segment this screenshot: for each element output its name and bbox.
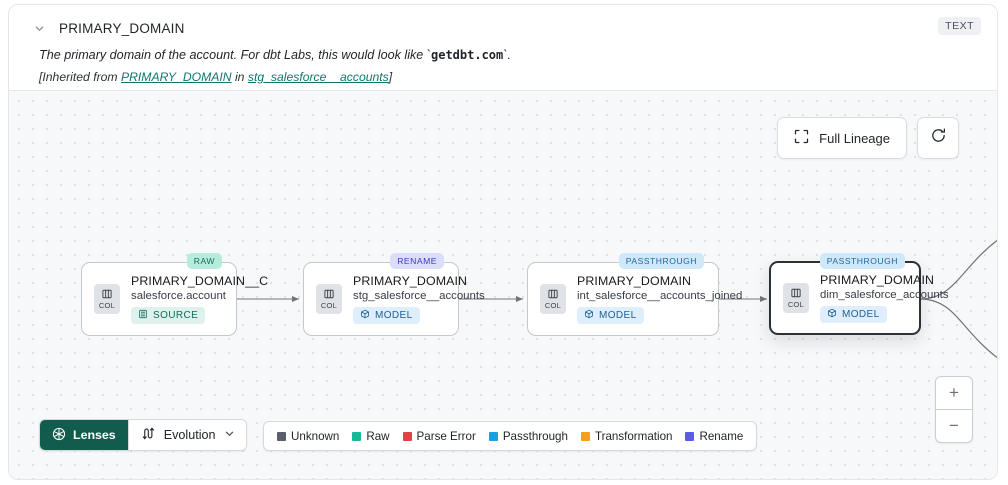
- lenses-label: Lenses: [73, 428, 116, 442]
- legend-swatch: [352, 431, 362, 441]
- node-subtitle: stg_salesforce__accounts: [353, 290, 485, 302]
- node-subtitle: dim_salesforce_accounts: [820, 289, 949, 301]
- column-detail-card: PRIMARY_DOMAIN TEXT The primary domain o…: [8, 4, 998, 480]
- legend-item: Transformation: [580, 429, 673, 443]
- node-title: PRIMARY_DOMAIN: [353, 274, 468, 288]
- lineage-node[interactable]: RENAME COL PRIMARY_DOMAIN stg_salesforce…: [303, 253, 485, 336]
- column-icon-chip: COL: [783, 283, 809, 313]
- inherited-column-link[interactable]: PRIMARY_DOMAIN: [120, 69, 232, 84]
- column-icon-chip: COL: [94, 284, 120, 314]
- zoom-controls: + −: [935, 376, 973, 443]
- node-kind-label: SOURCE: [153, 310, 199, 321]
- inherited-from-note: [Inherited from PRIMARY_DOMAIN in stg_sa…: [9, 64, 997, 84]
- column-chip-label: COL: [544, 301, 562, 310]
- column-type-badge: TEXT: [938, 17, 981, 35]
- description-code: getdbt.com: [431, 48, 504, 62]
- legend-swatch: [402, 431, 412, 441]
- legend-swatch: [685, 431, 695, 441]
- legend-item: Raw: [352, 429, 390, 443]
- node-subtitle: salesforce.account: [131, 290, 226, 302]
- legend-label: Unknown: [291, 429, 340, 443]
- zoom-out-button[interactable]: −: [949, 416, 959, 435]
- node-kind-badge: MODEL: [820, 306, 887, 323]
- evolution-icon: [141, 426, 156, 444]
- card-header: PRIMARY_DOMAIN TEXT The primary domain o…: [9, 5, 997, 91]
- lineage-canvas[interactable]: Full Lineage RAW: [9, 91, 997, 479]
- header-title-row: PRIMARY_DOMAIN: [9, 5, 997, 41]
- zoom-in-button[interactable]: +: [936, 377, 972, 410]
- node-title: PRIMARY_DOMAIN__C: [131, 274, 269, 288]
- node-kind-badge: MODEL: [577, 307, 644, 324]
- node-title: PRIMARY_DOMAIN: [820, 273, 935, 287]
- inherited-prefix: [Inherited from: [39, 69, 121, 84]
- column-chip-label: COL: [787, 300, 805, 309]
- evolution-label: Evolution: [163, 428, 216, 442]
- node-type-badge: RAW: [186, 253, 222, 269]
- column-description: The primary domain of the account. For d…: [9, 41, 997, 64]
- node-body: PRIMARY_DOMAIN stg_salesforce__accounts …: [353, 274, 485, 324]
- legend-swatch: [277, 431, 286, 441]
- lineage-node[interactable]: PASSTHROUGH COL PRIMARY_DOMAIN int_sales…: [527, 253, 742, 336]
- lineage-node[interactable]: RAW COL PRIMARY_DOMAIN__C salesforce.acc…: [81, 253, 268, 336]
- expand-icon: [794, 129, 809, 147]
- full-lineage-label: Full Lineage: [819, 130, 890, 146]
- lenses-button[interactable]: Lenses: [40, 420, 128, 450]
- description-prefix: The primary domain of the account. For d…: [39, 48, 431, 62]
- refresh-button[interactable]: [917, 117, 959, 159]
- node-kind-label: MODEL: [842, 309, 880, 320]
- node-body: PRIMARY_DOMAIN dim_salesforce_accounts M…: [820, 273, 949, 323]
- legend-item: Rename: [685, 430, 743, 443]
- node-type-badge: RENAME: [390, 253, 444, 269]
- aperture-icon: [52, 427, 66, 444]
- chevron-down-icon: [224, 428, 235, 442]
- cube-icon: [584, 309, 594, 322]
- legend-label: Rename: [699, 429, 744, 443]
- node-body: PRIMARY_DOMAIN int_salesforce__accounts_…: [577, 274, 742, 324]
- legend-label: Transformation: [594, 429, 673, 443]
- chevron-down-icon[interactable]: [31, 20, 47, 36]
- node-type-badge: PASSTHROUGH: [819, 253, 905, 269]
- page-title: PRIMARY_DOMAIN: [59, 20, 185, 36]
- legend-item: Parse Error: [402, 429, 476, 443]
- lenses-toolbar: Lenses Evolution: [39, 419, 247, 451]
- legend-label: Raw: [366, 429, 390, 443]
- column-icon-chip: COL: [316, 284, 342, 314]
- cube-icon: [360, 309, 370, 322]
- cube-icon: [827, 308, 837, 321]
- node-body: PRIMARY_DOMAIN__C salesforce.account SOU…: [131, 274, 268, 324]
- column-chip-label: COL: [98, 301, 116, 310]
- legend-swatch: [488, 431, 498, 441]
- node-kind-label: MODEL: [375, 310, 413, 321]
- refresh-icon: [930, 127, 947, 149]
- legend-swatch: [580, 431, 590, 441]
- node-title: PRIMARY_DOMAIN: [577, 274, 692, 288]
- lineage-node-selected[interactable]: PASSTHROUGH COL PRIMARY_DOMAIN dim_sales…: [769, 253, 949, 335]
- lineage-legend: Unknown Raw Parse Error Passthrough Tran…: [263, 421, 758, 451]
- inherited-mid: in: [231, 69, 248, 84]
- node-kind-badge: MODEL: [353, 307, 420, 324]
- legend-label: Parse Error: [416, 429, 476, 443]
- evolution-dropdown[interactable]: Evolution: [127, 420, 246, 450]
- inherited-model-link[interactable]: stg_salesforce__accounts: [247, 69, 389, 84]
- canvas-controls: Full Lineage: [777, 117, 959, 159]
- node-type-badge: PASSTHROUGH: [618, 253, 704, 269]
- legend-item: Passthrough: [488, 429, 568, 443]
- legend-label: Passthrough: [502, 429, 568, 443]
- column-chip-label: COL: [320, 301, 338, 310]
- node-kind-label: MODEL: [599, 310, 637, 321]
- database-icon: [138, 309, 148, 322]
- node-kind-badge: SOURCE: [131, 307, 206, 324]
- inherited-suffix: ]: [388, 69, 393, 84]
- description-suffix: `.: [503, 48, 511, 62]
- column-icon-chip: COL: [540, 284, 566, 314]
- node-subtitle: int_salesforce__accounts_joined: [577, 290, 743, 302]
- legend-item: Unknown: [277, 430, 339, 443]
- full-lineage-button[interactable]: Full Lineage: [777, 117, 907, 159]
